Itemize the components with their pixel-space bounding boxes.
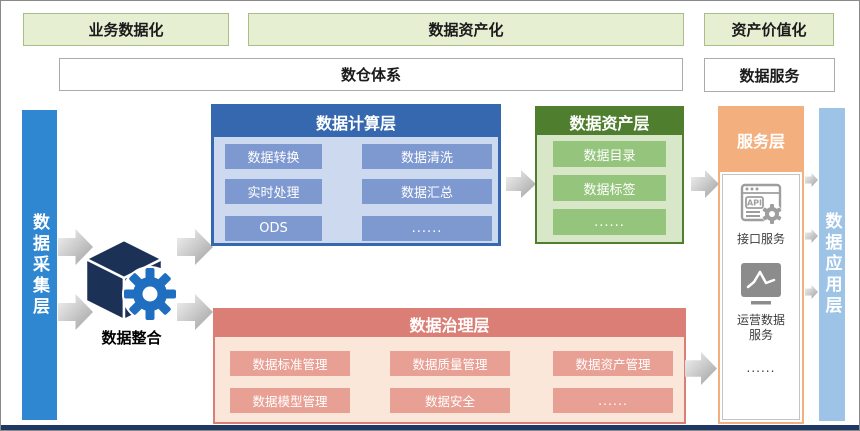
governance-item: 数据资产管理 <box>553 351 673 376</box>
data-capture-label: 数据采集层 <box>29 212 49 318</box>
data-application-label: 数据应用层 <box>821 212 842 317</box>
flow-arrow-compute-to-asset <box>506 170 536 198</box>
service-layer-title: 服务层 <box>736 132 785 151</box>
asset-layer-header: 数据资产层 <box>537 108 682 135</box>
compute-layer-box: 数据计算层 数据转换 数据清洗 实时处理 数据汇总 ODS ...... <box>211 104 501 246</box>
api-service-label: 接口服务 <box>736 232 785 246</box>
compute-item: 数据转换 <box>225 144 322 169</box>
ops-chart-icon <box>741 263 781 305</box>
service-layer-header: 服务层 <box>720 108 802 172</box>
governance-layer-box: 数据治理层 数据标准管理 数据质量管理 数据资产管理 数据模型管理 数据安全 .… <box>213 308 686 424</box>
data-application-bar: 数据应用层 <box>819 108 845 421</box>
governance-layer-header: 数据治理层 <box>215 310 684 337</box>
bottom-accent-bar <box>1 425 859 430</box>
asset-layer-title: 数据资产层 <box>569 113 650 133</box>
compute-item: ODS <box>225 216 322 241</box>
governance-item: 数据质量管理 <box>390 351 510 376</box>
service-layer-box: 服务层 API <box>718 106 804 424</box>
ops-service-label-line2: 服务 <box>748 328 773 342</box>
api-icon-text: API <box>747 199 762 208</box>
flow-arrow-service-app-1 <box>805 173 818 187</box>
compute-layer-header: 数据计算层 <box>214 107 498 137</box>
band-business-datafication: 业务数据化 <box>23 13 229 46</box>
ops-service-label-line1: 运营数据 <box>736 313 785 327</box>
flow-arrow-to-compute <box>177 229 213 265</box>
flow-arrow-service-app-2 <box>805 229 818 243</box>
compute-layer-title: 数据计算层 <box>315 114 396 133</box>
flow-arrow-service-app-3 <box>805 285 818 299</box>
ops-service-label: 运营数据 服务 <box>737 313 785 343</box>
governance-item: ...... <box>553 388 673 413</box>
band-asset-valorization: 资产价值化 <box>704 13 834 46</box>
flow-arrow-asset-to-service <box>691 170 719 198</box>
gear-icon <box>122 266 178 322</box>
box-warehouse-system: 数仓体系 <box>59 58 683 91</box>
asset-item: ...... <box>553 209 666 235</box>
asset-item: 数据目录 <box>553 141 666 167</box>
service-more-label: ...... <box>746 361 776 375</box>
data-service-label: 数据服务 <box>739 66 800 85</box>
governance-item: 数据安全 <box>390 388 510 413</box>
governance-layer-title: 数据治理层 <box>409 315 490 335</box>
compute-item: 数据汇总 <box>362 179 492 204</box>
asset-layer-box: 数据资产层 数据目录 数据标签 ...... <box>535 106 684 244</box>
compute-item: ...... <box>362 216 492 241</box>
warehouse-system-label: 数仓体系 <box>340 66 401 84</box>
band-assetization-label: 数据资产化 <box>428 21 504 39</box>
governance-item: 数据模型管理 <box>230 388 350 413</box>
band-business-label: 业务数据化 <box>88 21 164 39</box>
flow-arrow-governance-to-service <box>685 352 717 385</box>
band-valorization-label: 资产价值化 <box>731 21 807 39</box>
box-data-service: 数据服务 <box>704 58 835 92</box>
data-capture-bar: 数据采集层 <box>22 110 57 420</box>
governance-item: 数据标准管理 <box>230 351 350 376</box>
data-integration-label: 数据整合 <box>101 329 162 347</box>
band-data-assetization: 数据资产化 <box>248 13 684 46</box>
compute-item: 实时处理 <box>225 179 322 204</box>
compute-item: 数据清洗 <box>362 144 492 169</box>
data-integration-cube-icon <box>84 238 178 322</box>
service-layer-panel: API 接口服务 <box>722 174 800 420</box>
api-service-icon: API <box>740 183 783 225</box>
flow-arrow-to-governance <box>177 294 213 330</box>
asset-item: 数据标签 <box>553 175 666 201</box>
